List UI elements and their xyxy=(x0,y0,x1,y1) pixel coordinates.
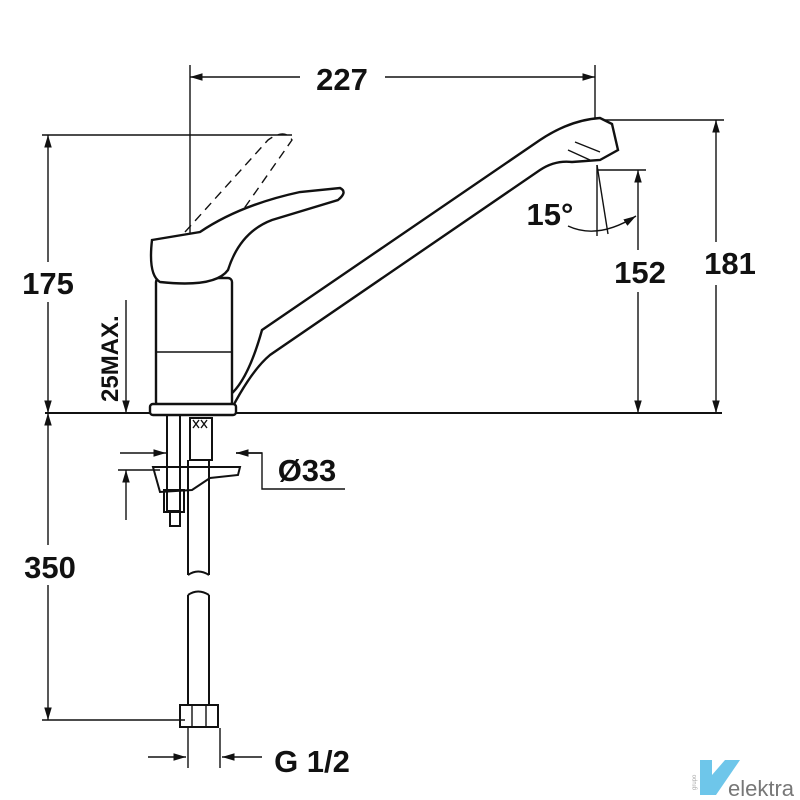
hose-length-label: 350 xyxy=(24,550,76,585)
tap-body xyxy=(154,276,234,408)
reach-label: 227 xyxy=(316,62,368,97)
logo-name: elektra xyxy=(728,776,795,800)
outlet-height-label: 152 xyxy=(614,255,666,290)
total-height-label: 181 xyxy=(704,246,756,281)
dimension-connection-thread: G 1/2 xyxy=(148,728,350,779)
connection-thread-label: G 1/2 xyxy=(274,744,350,779)
handle-raised-outline xyxy=(184,133,293,241)
logo-mark-icon xyxy=(700,760,740,795)
aerator xyxy=(567,141,601,161)
supply-hose xyxy=(179,460,219,728)
dimension-hole-diameter: Ø33 xyxy=(120,449,345,490)
brand-logo: grupo elektra xyxy=(692,760,795,800)
tap-base xyxy=(148,402,238,417)
spout xyxy=(228,116,620,412)
handle-height-label: 175 xyxy=(22,266,74,301)
lever-handle xyxy=(149,186,345,285)
dimension-outlet-height: 152 xyxy=(598,169,666,413)
mounting-hardware xyxy=(151,414,242,527)
dimension-total-height: 181 xyxy=(605,119,756,413)
hole-diameter-label: Ø33 xyxy=(278,453,337,488)
dimension-counter-thickness: 25MAX. xyxy=(97,300,160,520)
counter-thickness-label: 25MAX. xyxy=(97,315,124,402)
dimension-spout-angle: 15° xyxy=(527,164,637,236)
spout-angle-label: 15° xyxy=(527,197,574,232)
dimension-hose-length: 350 xyxy=(24,413,185,721)
logo-prefix: grupo xyxy=(692,774,698,790)
dimension-handle-height: 175 xyxy=(22,134,292,413)
dimension-reach: 227 xyxy=(189,62,596,413)
